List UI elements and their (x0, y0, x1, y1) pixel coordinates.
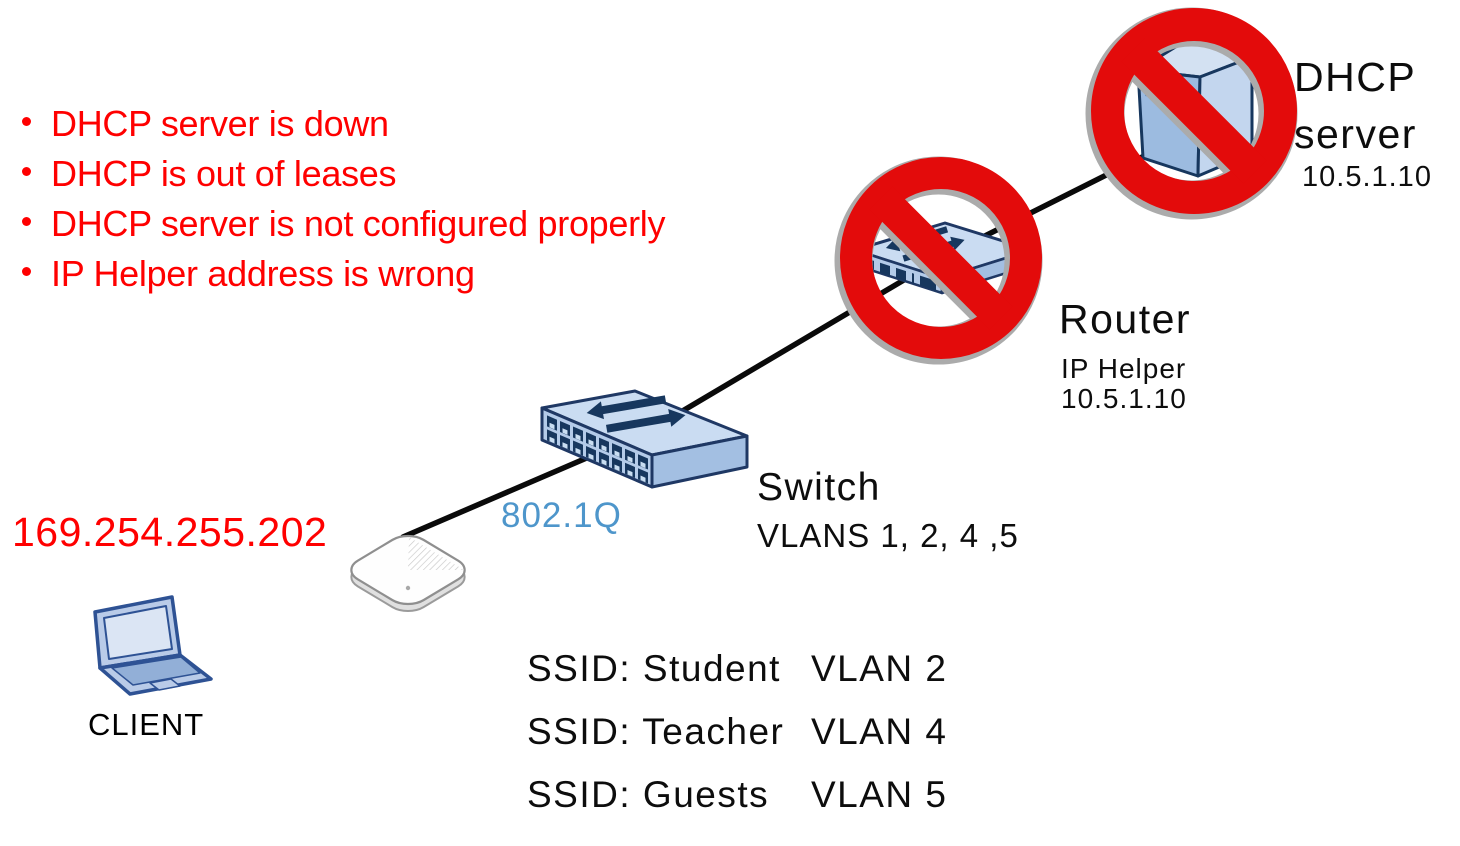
router-ip-helper-address: 10.5.1.10 (1061, 383, 1187, 414)
issue-list: DHCP server is down DHCP is out of lease… (20, 105, 666, 305)
prohibition-sign-server-icon (1085, 7, 1298, 220)
issue-item: DHCP is out of leases (20, 155, 665, 205)
ssid-row: SSID: Teacher VLAN 4 (527, 700, 946, 763)
issue-item: DHCP server is not configured properly (20, 203, 666, 255)
dhcp-server-address: 10.5.1.10 (1302, 161, 1432, 193)
issue-text: DHCP is out of leases (51, 153, 397, 194)
server-icon (1136, 33, 1254, 178)
ssid-vlan-table: SSID: Student VLAN 2 SSID: Teacher VLAN … (527, 637, 946, 826)
issue-item: IP Helper address is wrong (20, 255, 665, 305)
client-apipa-address: 169.254.255.202 (12, 509, 328, 555)
ap-led-dot (405, 585, 411, 591)
switch-arrows-icon (585, 387, 688, 441)
switch-label: Switch (757, 466, 881, 509)
prohibition-sign-router-icon (834, 156, 1043, 365)
issue-text: DHCP server is down (51, 103, 389, 144)
router-icon (853, 218, 1034, 295)
client-label: CLIENT (88, 707, 205, 742)
ssid-name: SSID: Teacher (527, 711, 785, 752)
bullet-icon (22, 167, 31, 176)
router-label: Router (1059, 296, 1192, 342)
laptop-icon (93, 595, 213, 696)
ssid-name: SSID: Guests (527, 774, 770, 815)
issue-text: IP Helper address is wrong (51, 253, 475, 294)
bullet-icon (22, 267, 31, 276)
issue-item: DHCP server is down (20, 105, 665, 155)
server-drive-slot (1145, 88, 1159, 99)
switch-vlans-label: VLANS 1, 2, 4 ,5 (757, 517, 1019, 554)
ssid-vlan: VLAN 5 (811, 774, 948, 815)
router-ports (864, 257, 936, 291)
ssid-row: SSID: Student VLAN 2 (527, 637, 946, 700)
ap-hatch-panel (408, 537, 464, 570)
ssid-row: SSID: Guests VLAN 5 (527, 763, 946, 826)
ssid-vlan: VLAN 2 (811, 648, 948, 689)
bullet-icon (22, 117, 31, 126)
dhcp-server-label-line1: DHCP (1294, 54, 1417, 100)
switch-ports (547, 415, 651, 485)
ssid-vlan: VLAN 4 (811, 711, 948, 752)
access-point-icon (342, 531, 474, 617)
issue-text: DHCP server is not configured properly (51, 203, 666, 244)
dhcp-server-label: DHCP server (1294, 49, 1417, 163)
trunk-8021q-label: 802.1Q (501, 496, 622, 535)
switch-icon (540, 387, 749, 489)
dhcp-server-label-line2: server (1294, 111, 1417, 157)
router-ip-helper-label: IP Helper (1061, 353, 1187, 384)
bullet-icon (22, 217, 31, 226)
router-arrows-icon (883, 218, 967, 270)
ssid-name: SSID: Student (527, 648, 781, 689)
